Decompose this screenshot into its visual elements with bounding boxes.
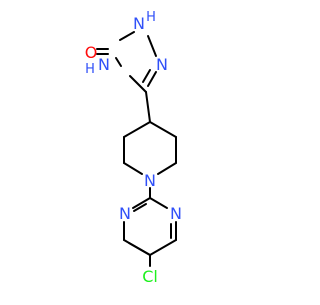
molecule-diagram: O N H N N H N N N Cl	[85, 10, 182, 286]
atom-n-pyrimidine-right: N	[170, 204, 182, 223]
bond-nh-n	[147, 35, 157, 57]
piperidine-ring	[123, 91, 177, 175]
bond-c-nh	[119, 31, 135, 41]
bond-n-c5	[147, 71, 157, 87]
bond-pip-1	[123, 121, 151, 138]
triazolone-ring	[96, 31, 157, 93]
bond-n4-c3	[115, 57, 122, 67]
bond-c5-pip	[145, 91, 151, 123]
atom-n-pyrimidine-left: N	[119, 204, 131, 223]
bond-pyr-5	[149, 239, 177, 256]
pyrimidine-ring	[123, 197, 177, 267]
atom-h-top: H	[146, 10, 156, 25]
bond-n-c5-double	[142, 69, 151, 83]
bond-c5-n4	[129, 75, 147, 93]
atom-cl: Cl	[142, 267, 158, 286]
atom-n-right: N	[156, 55, 168, 74]
bond-pyr-1-double	[133, 203, 147, 212]
bond-pip-6	[149, 121, 177, 138]
bond-pyr-2	[149, 197, 168, 209]
bond-pip-3	[123, 162, 143, 175]
atom-n-piperidine: N	[144, 171, 156, 190]
bond-pip-4	[157, 162, 177, 175]
atom-nh-top: N	[133, 14, 145, 33]
atom-nh-left: N	[98, 55, 110, 74]
bond-pyr-1	[132, 197, 151, 209]
molecule-svg: O N H N N H N N N Cl	[85, 10, 182, 286]
atom-o: O	[85, 43, 98, 62]
atom-h-left: H	[85, 62, 95, 77]
bond-pyr-4-double	[128, 242, 151, 256]
